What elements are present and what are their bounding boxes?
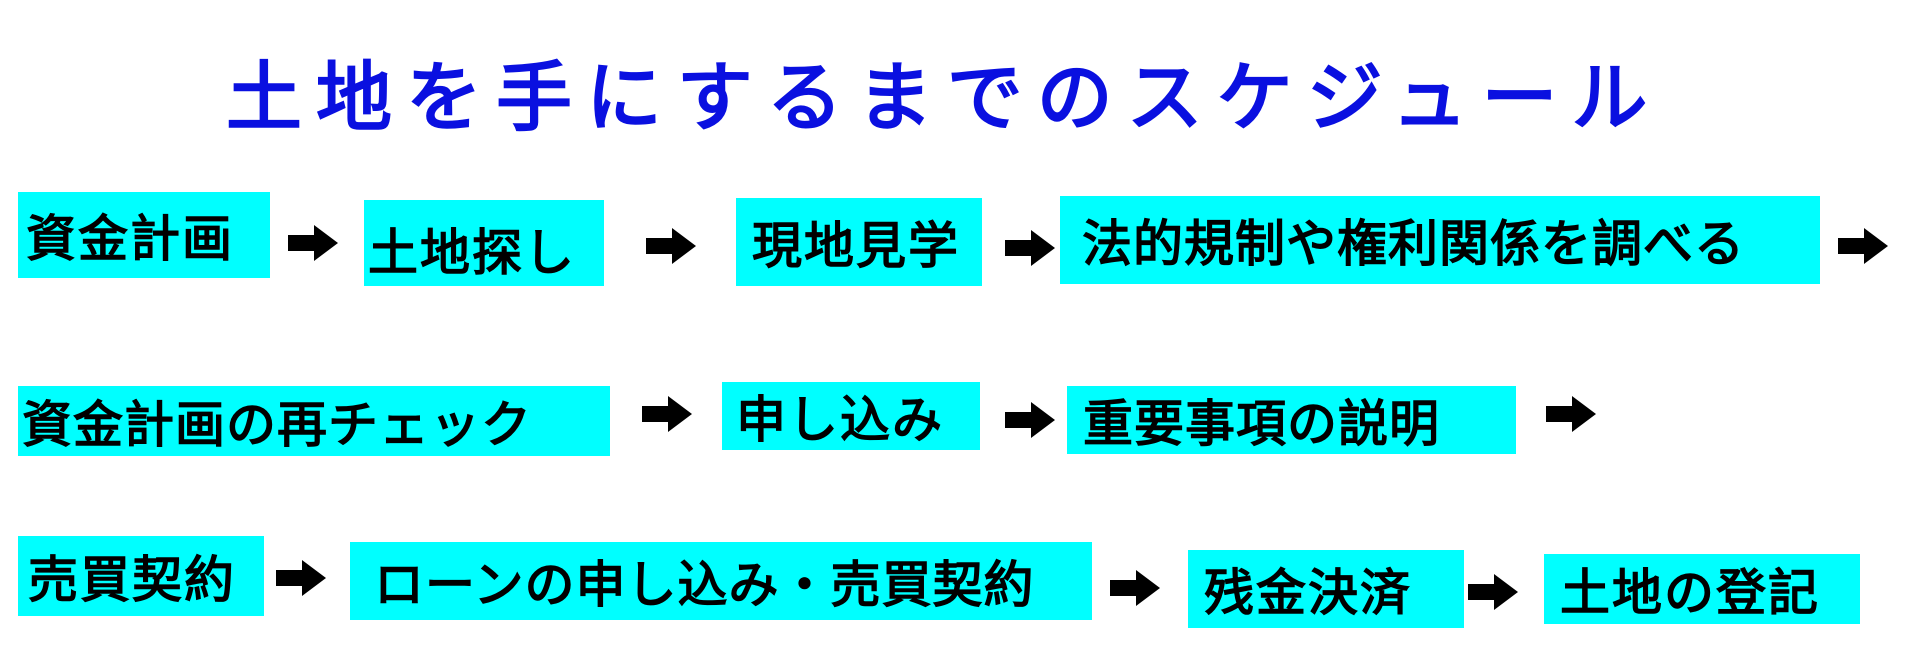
arrow-right-icon bbox=[1005, 402, 1055, 438]
step-loan-application: ローンの申し込み・売買契約 bbox=[350, 542, 1092, 620]
arrow-right-icon bbox=[1546, 396, 1596, 432]
arrow-right-icon bbox=[1468, 574, 1518, 610]
step-final-payment: 残金決済 bbox=[1188, 550, 1464, 628]
step-funding-recheck: 資金計画の再チェック bbox=[18, 386, 610, 456]
step-land-search: 土地探し bbox=[364, 200, 604, 286]
step-funding-plan: 資金計画 bbox=[18, 192, 270, 278]
arrow-right-icon bbox=[642, 396, 692, 432]
arrow-right-icon bbox=[276, 560, 326, 596]
arrow-right-icon bbox=[288, 225, 338, 261]
step-sales-contract: 売買契約 bbox=[18, 536, 264, 616]
arrow-right-icon bbox=[1838, 228, 1888, 264]
arrow-right-icon bbox=[1005, 230, 1055, 266]
step-site-visit: 現地見学 bbox=[736, 198, 982, 286]
page-title: 土地を手にするまでのスケジュール bbox=[226, 53, 1662, 142]
step-land-registration: 土地の登記 bbox=[1544, 554, 1860, 624]
arrow-right-icon bbox=[1110, 570, 1160, 606]
arrow-right-icon bbox=[646, 228, 696, 264]
step-legal-check: 法的規制や権利関係を調べる bbox=[1060, 196, 1820, 284]
step-important-matters: 重要事項の説明 bbox=[1067, 386, 1516, 454]
step-application: 申し込み bbox=[722, 382, 980, 450]
